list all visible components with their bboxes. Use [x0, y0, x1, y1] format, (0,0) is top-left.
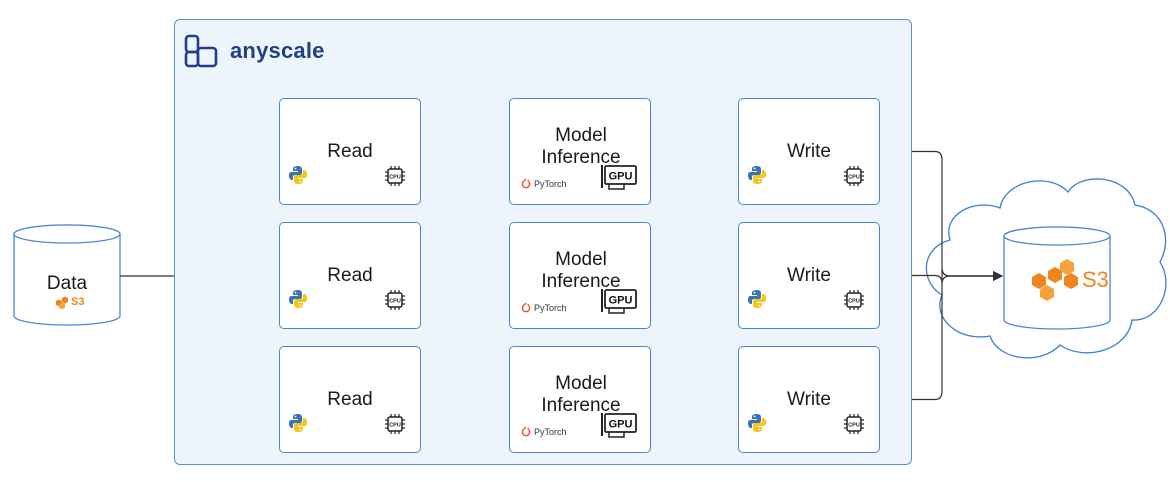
- write-label: Write: [787, 389, 831, 410]
- anyscale-logo: anyscale: [184, 34, 325, 68]
- pytorch-icon: [521, 178, 531, 189]
- model-inference-label: Model Inference: [541, 125, 621, 168]
- model-inference-label: Model Inference: [541, 249, 621, 292]
- model-inference-label: Model Inference: [541, 373, 621, 416]
- python-icon: [748, 414, 766, 432]
- pytorch-icon: [521, 302, 531, 313]
- model-inference-task-node: Model Inference PyTorch GPU: [509, 222, 651, 329]
- brand-name: anyscale: [230, 38, 325, 63]
- model-inference-task-node: Model Inference PyTorch GPU: [509, 98, 651, 205]
- python-icon: [289, 414, 307, 432]
- anyscale-logo-icon: [184, 34, 218, 68]
- cpu-text: CPU: [848, 174, 860, 180]
- write-label: Write: [787, 265, 831, 286]
- cpu-chip-icon: CPU: [385, 290, 405, 310]
- aws-s3-icon: [1032, 259, 1078, 301]
- source-data-cylinder-top: [13, 224, 121, 244]
- python-icon: [289, 166, 307, 184]
- read-task-node: Read CPU: [279, 222, 421, 329]
- read-label: Read: [327, 141, 373, 162]
- cpu-chip-icon: CPU: [844, 290, 864, 310]
- model-inference-task-node: Model Inference PyTorch GPU: [509, 346, 651, 453]
- sink-s3-badge: S3: [1030, 259, 1109, 301]
- pytorch-text: PyTorch: [534, 179, 567, 189]
- gpu-text: GPU: [609, 171, 633, 183]
- write-task-node: Write CPU: [738, 222, 880, 329]
- pytorch-icon: [521, 426, 531, 437]
- read-label: Read: [327, 265, 373, 286]
- source-s3-text: S3: [71, 296, 85, 308]
- cpu-text: CPU: [848, 298, 860, 304]
- cpu-chip-icon: CPU: [385, 414, 405, 434]
- write-task-node: Write CPU: [738, 346, 880, 453]
- source-s3-badge: S3: [54, 295, 84, 309]
- cpu-text: CPU: [389, 174, 401, 180]
- cpu-text: CPU: [389, 298, 401, 304]
- gpu-card-icon: GPU: [601, 165, 637, 190]
- cpu-text: CPU: [389, 422, 401, 428]
- connector-write-to-s3-2: [880, 267, 1003, 284]
- cpu-chip-icon: CPU: [385, 166, 405, 186]
- read-task-node: Read CPU: [279, 346, 421, 453]
- cpu-chip-icon: CPU: [844, 166, 864, 186]
- gpu-card-icon: GPU: [601, 413, 637, 438]
- gpu-card-icon: GPU: [601, 289, 637, 314]
- sink-s3-text: S3: [1082, 267, 1109, 292]
- python-icon: [289, 290, 307, 308]
- gpu-text: GPU: [609, 295, 633, 307]
- connector-write-to-s3-3: [880, 271, 1003, 401]
- aws-s3-icon: [56, 296, 68, 309]
- write-task-node: Write CPU: [738, 98, 880, 205]
- cpu-text: CPU: [848, 422, 860, 428]
- read-task-node: Read CPU: [279, 98, 421, 205]
- read-label: Read: [327, 389, 373, 410]
- python-icon: [748, 166, 766, 184]
- pytorch-badge: PyTorch: [520, 426, 567, 438]
- gpu-text: GPU: [609, 419, 633, 431]
- sink-s3-cylinder-top: [1003, 226, 1111, 246]
- source-data-label: Data: [46, 273, 88, 294]
- pytorch-text: PyTorch: [534, 427, 567, 437]
- write-label: Write: [787, 141, 831, 162]
- cpu-chip-icon: CPU: [844, 414, 864, 434]
- pytorch-text: PyTorch: [534, 303, 567, 313]
- pytorch-badge: PyTorch: [520, 178, 567, 190]
- pytorch-badge: PyTorch: [520, 302, 567, 314]
- python-icon: [748, 290, 766, 308]
